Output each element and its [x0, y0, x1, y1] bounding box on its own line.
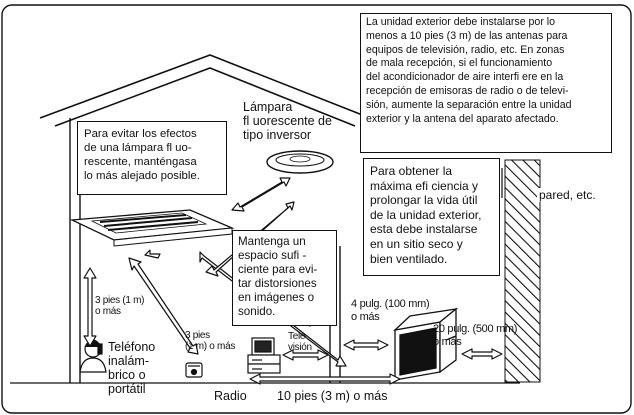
arrow-phone-vertical: [83, 267, 97, 347]
radio-distance-label: 3 pies (1 m) o más: [185, 330, 236, 352]
arrow-ac-radio: [128, 257, 199, 355]
arrow-space-lamp: [205, 201, 295, 277]
radio-icon: [185, 362, 203, 378]
lamp-warning-note: Para evitar los efectos de una lámpara f…: [77, 121, 227, 195]
antenna-distance-note: La unidad exterior debe instalarse por l…: [360, 13, 612, 153]
phone-user-icon: [79, 339, 107, 373]
phone-label: Teléfono inalám- brico o portátil: [108, 340, 156, 396]
house-roof-inner: [54, 67, 356, 127]
radio-label: Radio: [214, 389, 247, 403]
arrow-tv-wall: [282, 349, 329, 361]
keep-space-note: Mantenga un espacio sufi - ciente para e…: [232, 230, 337, 326]
phone-distance-label: 3 pies (1 m) o más: [95, 295, 145, 317]
arrow-10ft: [249, 373, 401, 385]
lamp-label: Lámpara fl uorescente de tipo inversor: [243, 100, 332, 142]
diagram-frame: [1, 4, 632, 414]
gap-20in-label: 20 pulg. (500 mm) o más: [433, 323, 518, 348]
distance-10ft-label: 10 pies (3 m) o más: [277, 389, 388, 403]
indoor-unit-icon: [69, 209, 235, 247]
arrow-20in: [461, 348, 503, 360]
arrow-phone-diag: [144, 249, 161, 259]
outdoor-unit-icon: [392, 307, 459, 381]
arrow-ac-lamp: [231, 177, 291, 212]
fluorescent-lamp-icon: [266, 150, 334, 174]
gap-4in-label: 4 pulg. (100 mm) o más: [351, 298, 430, 323]
wall-label: pared, etc.: [537, 188, 598, 202]
house-roof: [39, 54, 371, 119]
dry-place-note: Para obtener la máxima efi ciencia y pro…: [363, 158, 500, 276]
arrow-4in: [343, 339, 389, 351]
television-label: Tele- visión: [288, 331, 312, 353]
hatched-wall: [504, 159, 541, 383]
television-icon: [247, 337, 281, 374]
